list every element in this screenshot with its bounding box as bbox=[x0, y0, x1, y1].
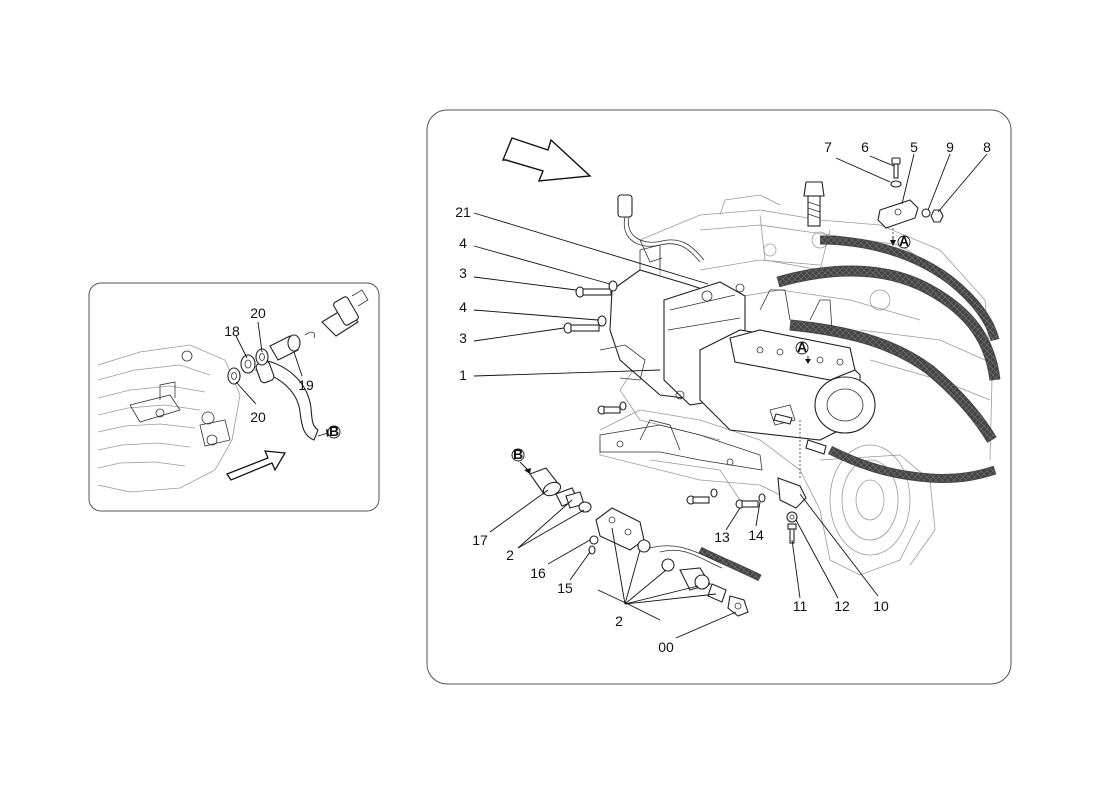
label-3a: 3 bbox=[459, 265, 467, 281]
inset-marker-b bbox=[327, 425, 341, 439]
inset-sealing-18 bbox=[240, 354, 256, 374]
inset-label-19: 19 bbox=[298, 377, 314, 393]
label-16: 16 bbox=[530, 565, 546, 581]
label-21: 21 bbox=[455, 204, 471, 220]
housing-bolt bbox=[803, 181, 825, 227]
bolt-3b bbox=[563, 322, 600, 334]
actuator-unit-1 bbox=[599, 244, 876, 441]
bolt-3a bbox=[575, 286, 612, 298]
bolt-lower-left bbox=[597, 401, 627, 415]
inset-union-fitting bbox=[269, 334, 301, 361]
bolt-13 bbox=[735, 499, 759, 509]
washer-14 bbox=[758, 493, 766, 503]
pipe-line-2b bbox=[649, 545, 749, 617]
label-8: 8 bbox=[983, 139, 991, 155]
label-2b: 2 bbox=[615, 613, 623, 629]
marker-a1 bbox=[897, 235, 911, 249]
label-1: 1 bbox=[459, 367, 467, 383]
label-7: 7 bbox=[824, 139, 832, 155]
plug-15 bbox=[588, 545, 596, 555]
inset-housing bbox=[97, 344, 241, 493]
braided-hoses bbox=[698, 235, 1001, 582]
label-6: 6 bbox=[861, 139, 869, 155]
nut-8 bbox=[930, 209, 944, 223]
washer-4a bbox=[608, 280, 618, 292]
svg-text:A: A bbox=[899, 233, 909, 249]
label-2a: 2 bbox=[506, 547, 514, 563]
inset-panel: B 20 18 19 20 bbox=[88, 282, 380, 512]
label-17: 17 bbox=[472, 532, 488, 548]
adapter-2a bbox=[565, 491, 592, 513]
label-11: 11 bbox=[793, 598, 808, 614]
label-12: 12 bbox=[834, 598, 850, 614]
label-5: 5 bbox=[910, 139, 918, 155]
label-9: 9 bbox=[946, 139, 954, 155]
marker-a2 bbox=[795, 341, 809, 355]
mounting-bracket bbox=[599, 419, 763, 471]
label-group: 7 6 5 9 8 21 4 3 4 3 1 17 2 16 15 2 00 1… bbox=[455, 139, 991, 655]
washer-4b bbox=[597, 315, 607, 327]
label-4b: 4 bbox=[459, 299, 467, 315]
pipe-fitting-lower bbox=[773, 413, 827, 455]
bracket-10 bbox=[777, 420, 807, 509]
label-13: 13 bbox=[714, 529, 730, 545]
svg-text:B: B bbox=[329, 423, 339, 439]
washer-16 bbox=[589, 535, 599, 545]
label-00: 00 bbox=[658, 639, 674, 655]
inset-hose bbox=[255, 359, 319, 441]
label-15: 15 bbox=[557, 580, 573, 596]
inset-direction-arrow bbox=[226, 450, 287, 481]
svg-text:A: A bbox=[797, 339, 807, 355]
label-3b: 3 bbox=[459, 330, 467, 346]
inset-spring-clip bbox=[304, 331, 315, 339]
bracket-5 bbox=[877, 199, 919, 242]
washer-7 bbox=[890, 180, 902, 188]
label-14: 14 bbox=[748, 527, 764, 543]
clip-12 bbox=[786, 511, 798, 523]
leader-lines bbox=[473, 153, 988, 639]
inset-label-20b: 20 bbox=[250, 409, 266, 425]
main-direction-arrow bbox=[501, 137, 592, 182]
inset-label-18: 18 bbox=[224, 323, 240, 339]
inset-sensor bbox=[321, 289, 369, 337]
label-4a: 4 bbox=[459, 235, 467, 251]
inset-washer-20b bbox=[227, 367, 241, 385]
label-10: 10 bbox=[873, 598, 889, 614]
washer-manifold bbox=[637, 539, 651, 553]
bolt-lower-mid bbox=[686, 488, 718, 505]
main-panel: A A bbox=[426, 109, 1012, 685]
inset-label-20a: 20 bbox=[250, 305, 266, 321]
washer-9 bbox=[921, 208, 931, 218]
marker-b bbox=[511, 448, 525, 462]
svg-text:B: B bbox=[513, 446, 523, 462]
bolt-6 bbox=[891, 157, 901, 179]
